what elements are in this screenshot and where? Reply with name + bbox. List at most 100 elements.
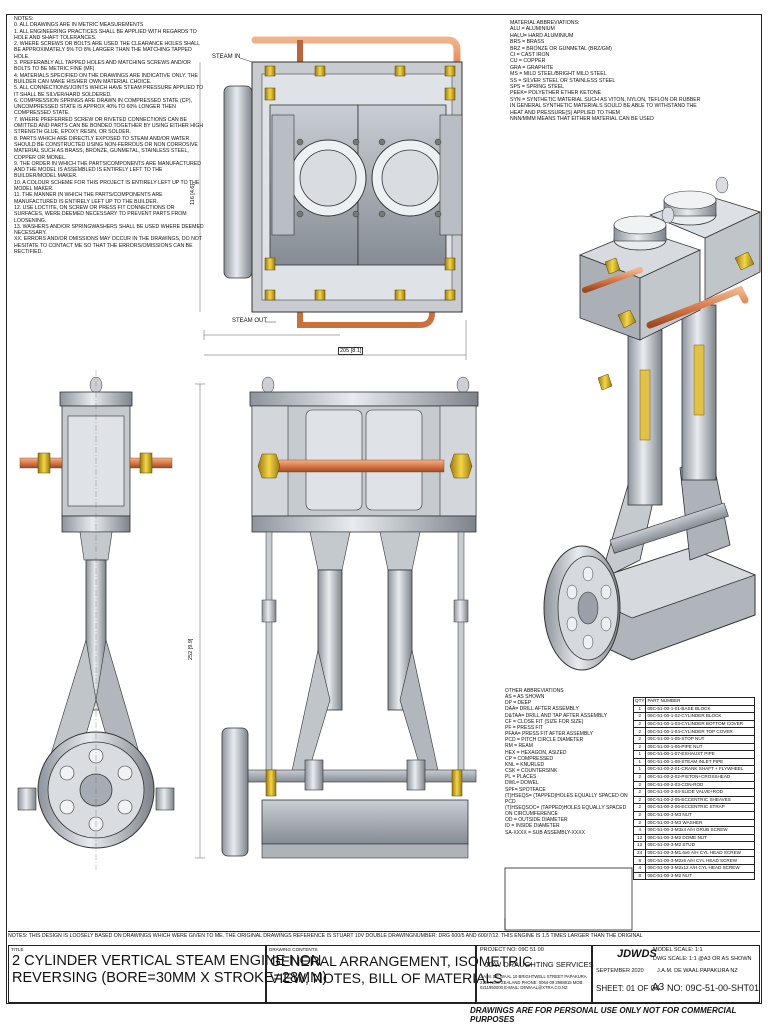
- notes-line: XX. ERRORS AND/OR OMISSIONS MAY OCCUR IN…: [14, 236, 202, 255]
- bom-part: 09C-51-00-2-01-CRANK SHAFT + FLYWHEEL: [645, 765, 755, 774]
- title-block-title: TITLE 2 CYLINDER VERTICAL STEAM ENGINE N…: [8, 945, 327, 1003]
- bom-qty: 1: [632, 704, 647, 714]
- other_abbreviations-line: D&TAA= DRILL AND TAP AFTER ASSEMBLY: [505, 712, 608, 719]
- material_abbreviations-line: SS = SILVER STEEL OR STAINLESS STEEL: [510, 77, 616, 84]
- bom-part: 09C-51-00-2-02-PISTON+CROSSHEAD: [645, 772, 755, 782]
- bom-qty: 1: [632, 765, 647, 774]
- contents-line-2: VIEW, NOTES, BILL OF MATERIALS: [270, 970, 503, 986]
- notes-line: 12. USE LOCTITE, ON SCREW OR PRESS FIT C…: [14, 204, 187, 224]
- notes-line: NOTES:: [14, 16, 34, 22]
- contents-line-1: GENERAL ARRANGEMENT, ISOMETRIC: [270, 953, 533, 969]
- bom-part: 09C-51-00-2-06-ECCENTRIC STRAP: [645, 803, 755, 812]
- usage-disclaimer: DRAWINGS ARE FOR PERSONAL USE ONLY NOT F…: [470, 1006, 737, 1024]
- material_abbreviations-line: BRZ = BRONZE OR GUNMETAL (BRZ/GM): [510, 45, 612, 52]
- bom-qty: 2: [632, 719, 647, 729]
- bom-qty: 8: [632, 856, 647, 866]
- material_abbreviations-line: nnn/mmm MEANS THAT EITHER MATERIAL CAN B…: [510, 116, 654, 123]
- title-block-contents: DRAWING CONTENTS GENERAL ARRANGEMENT, IS…: [266, 945, 533, 1003]
- other_abbreviations-line: PF = PRESS FIT: [505, 724, 543, 731]
- material_abbreviations-line: IN GENERAL SYNTHETIC MATERIALS SOULD BE …: [510, 103, 697, 110]
- bom-part: 09C-51-00-1-08-STEAM INLET PIPE: [645, 757, 755, 767]
- drawing-date: SEPTEMBER 2020: [596, 968, 644, 974]
- bom-qty: 2: [632, 803, 647, 812]
- notes-line: 5. ALL CONNECTIONS/JOINTS WHICH HAVE STE…: [14, 85, 204, 98]
- title-caption: TITLE: [11, 947, 24, 952]
- material_abbreviations-line: MATERIAL ABBREVIATIONS:: [510, 20, 580, 26]
- company-address: J.A.M. DE WAAL 10 BRIGHTWELL STREET PAPA…: [480, 974, 587, 979]
- bom-qty: 8: [632, 871, 647, 881]
- bom-qty: 2: [632, 712, 647, 721]
- notes-line: 7. WHERE PREFERRED SCREW OR RIVETED CONN…: [14, 116, 204, 136]
- other_abbreviations-line: PL = PLACES: [505, 774, 537, 781]
- bom-part: 09C-51-00-3-M2x12 A/H CYL HEAD SCREW: [645, 864, 755, 873]
- bom-part: 09C-51-00-1-06-PIPE NUT: [645, 742, 755, 752]
- material_abbreviations-line: CI = CAST IRON: [510, 52, 550, 59]
- front-view: [195, 376, 479, 859]
- notes-line: 3. PREFERABLY ALL TAPPED HOLES AND MATCH…: [14, 60, 191, 73]
- title-block-company: PROJECT No: 09C 51 00 JDW DRAUGHTING SER…: [476, 945, 594, 1003]
- other_abbreviations-line: PCD = PITCH CIRCLE DIAMETER: [505, 737, 584, 744]
- bom-qty: 2: [632, 788, 647, 797]
- other_abbreviations-line: OTHER ABBREVIATIONS: [505, 688, 564, 694]
- height-dimension: 252 [9.9]: [188, 638, 194, 660]
- steam-in-label: STEAM IN: [212, 54, 241, 60]
- notes-line: 10. A COLOUR SCHEME FOR THIS PROJECT IS …: [14, 179, 200, 193]
- bom-part: 09C-51-00-1-04-CYLINDER TOP COVER: [645, 727, 755, 736]
- bom-part: 09C-51-00-2-05-ECCENTRIC SHEAVES: [645, 795, 755, 805]
- material_abbreviations-line: MS = MILD STEEL/BRIGHT MILD STEEL: [510, 71, 607, 78]
- drawing-scale: DWG SCALE: 1:1 @A3 OR AS SHOWN: [653, 956, 752, 962]
- other_abbreviations-line: PFAA= PRESS FIT AFTER ASSEMBLY: [505, 731, 594, 738]
- other_abbreviations-line: DP = DEEP: [505, 700, 532, 707]
- bom-header-row: QTY PART NUMBER: [632, 697, 755, 706]
- bom-part: 09C-51-00-3-M2 STUD: [645, 841, 755, 850]
- bom-qty: 12: [632, 841, 647, 850]
- material_abbreviations-line: SYN = SYNTHETIC MATERIAL SUCH AS VITON, …: [510, 96, 701, 103]
- other_abbreviations-line: CSK = COUNTERSINK: [505, 768, 558, 775]
- bom-part: 09C-51-00-3-M3x4 A/H GRUB SCREW: [645, 826, 755, 835]
- company-logo-text: JDWDS: [617, 948, 657, 960]
- bom-qty: 2: [632, 772, 647, 782]
- bom-part: 09C-51-00-3-M3 NUT: [645, 810, 755, 820]
- other_abbreviations-line: AS = AS SHOWN: [505, 694, 545, 701]
- title-block-sheet-info: JDWDS MODEL SCALE: 1:1 DWG SCALE: 1:1 @A…: [592, 945, 760, 1003]
- other_abbreviations-line: SA-xxxx = SUB ASSEMBLY-xxxx: [505, 829, 585, 836]
- bom-qty: 1: [632, 757, 647, 767]
- bom-qty: 2: [632, 818, 647, 828]
- other_abbreviations-line: (T)HSEQS= (TAPPED)HOLES EQUALLY SPACED O…: [505, 792, 628, 805]
- notes-line: 1. ALL ENGINEERING PRACTICES SHALL BE AP…: [14, 28, 197, 41]
- notes-line: 2. WHERE SCREWS OR BOLTS ARE USED THE CL…: [14, 41, 200, 60]
- material_abbreviations-line: PEEK= POLYETHER ETHER KETONE: [510, 90, 602, 97]
- notes-line: 4. MATERIALS SPECIFIED ON THE DRAWINGS A…: [14, 72, 198, 85]
- notes-line: 8. PARTS WHICH ARE DIRECTLY EXPOSED TO S…: [14, 135, 198, 161]
- bom-qty: 2: [632, 742, 647, 752]
- other_abbreviations-line: HEX = HEXAGON, ASIZED: [505, 749, 567, 756]
- drawing-sheet-border: [6, 14, 762, 1004]
- sheet-size: A3: [652, 982, 665, 993]
- bom-qty-header: QTY: [632, 697, 647, 706]
- bom-qty: 2: [632, 727, 647, 736]
- bom-qty: 2: [632, 795, 647, 805]
- bom-qty: 4: [632, 864, 647, 873]
- contents-caption: DRAWING CONTENTS: [269, 947, 318, 952]
- plan-view: [199, 36, 467, 360]
- notes-line: 0. ALL DRAWINGS ARE IN METRIC MEASUREMEN…: [14, 22, 144, 29]
- bom-part: 09C-51-00-3-M2 DOME NUT: [645, 833, 755, 843]
- company-contact: 2110 NEW ZEALAND PHONE: 0064-09 2988815 …: [480, 980, 584, 990]
- material_abbreviations-line: BRS = BRASS: [510, 39, 545, 46]
- other_abbreviations-line: RM = REAM: [505, 743, 533, 750]
- material_abbreviations-line: SPS = SPRING STEEL: [510, 84, 565, 91]
- bom-part: 09C-51-00-2-04-SLIDE VALVE+ROD: [645, 788, 755, 797]
- bom-part: 09C-51-00-2-03-CON-ROD: [645, 780, 755, 790]
